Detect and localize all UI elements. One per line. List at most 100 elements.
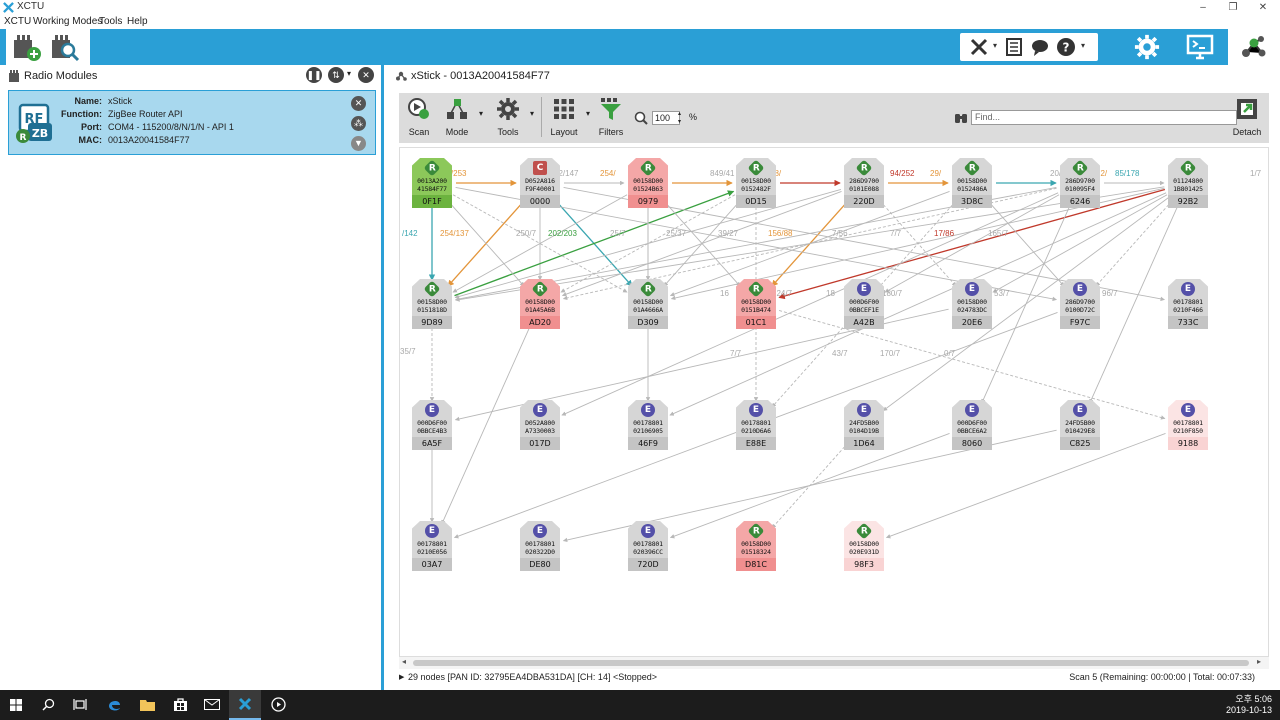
mail-button[interactable] [196,690,228,720]
mail-icon [204,699,220,710]
close-button[interactable]: ✕ [1258,2,1268,13]
link-quality-label: 85/178 [1115,169,1140,178]
mode-dropdown-icon[interactable]: ▾ [479,109,484,118]
scroll-right-icon[interactable]: ▸ [1257,657,1262,666]
end-device-icon: E [1073,282,1087,296]
minimize-button[interactable]: – [1200,2,1206,13]
end-device-icon: E [1181,282,1195,296]
scrollbar-thumb[interactable] [413,660,1249,666]
end-device-icon: E [641,524,655,538]
configuration-mode-button[interactable] [1123,29,1171,65]
help-dropdown-icon[interactable]: ▾ [1081,41,1086,50]
layout-button[interactable]: Layout [544,97,584,141]
tools-dropdown-icon[interactable]: ▾ [993,41,998,50]
disconnect-device-icon[interactable]: ✕ [351,96,366,111]
maximize-button[interactable]: ❐ [1228,2,1238,13]
task-view-icon [73,699,87,710]
horizontal-scrollbar[interactable]: ◂ ▸ [399,657,1269,669]
network-graph-canvas[interactable]: 82/25332/147254/849/4128/94/25229/20/712… [399,147,1269,657]
mode-button[interactable]: Mode [437,97,477,141]
filters-button[interactable]: Filters [591,97,631,141]
filters-label: Filters [598,127,624,137]
device-card[interactable]: RF ZB R Name: xStick Function: ZigBee Ro… [8,90,376,155]
help-icon[interactable]: ? [1056,37,1076,57]
end-device-icon: E [965,282,979,296]
status-expand-icon[interactable]: ▶ [399,674,405,681]
layout-dropdown-icon[interactable]: ▾ [586,109,591,118]
file-explorer-button[interactable] [131,690,163,720]
link-quality-label: 849/41 [710,169,735,178]
end-device-icon: E [1181,403,1195,417]
node-address-high: 000D6F00 [849,298,879,306]
edge-browser-button[interactable] [98,690,130,720]
search-button[interactable] [32,690,64,720]
find-input[interactable]: Find... [971,110,1237,125]
sort-dropdown-icon[interactable]: ▾ [347,69,352,78]
scan-button[interactable]: Scan [399,97,439,141]
discover-network-icon[interactable]: ⁂ [351,116,366,131]
expand-device-icon[interactable]: ▼ [351,136,366,151]
svg-text:?: ? [1063,41,1070,55]
menu-help[interactable]: Help [127,16,148,27]
link-quality-label: 94/252 [890,169,915,178]
consoles-mode-button[interactable] [1176,29,1224,65]
media-player-button[interactable] [262,690,294,720]
store-button[interactable] [164,690,196,720]
tools-button[interactable]: Tools [488,97,528,141]
network-mode-button[interactable] [1228,29,1280,65]
scroll-left-icon[interactable]: ◂ [402,657,407,666]
remove-all-icon[interactable]: ✕ [358,67,374,83]
layout-label: Layout [550,127,578,137]
node-address-low: 0104D19B [849,427,879,435]
menu-xctu[interactable]: XCTU [4,16,32,27]
sort-icon[interactable]: ⇅ [328,67,344,83]
xctu-taskbar-button[interactable] [229,690,261,720]
system-clock[interactable]: 오후 5:06 2019-10-13 [1226,694,1272,716]
tools-dropdown-icon[interactable]: ▾ [530,109,535,118]
console-log-icon[interactable] [1004,37,1024,57]
zoom-level-input[interactable]: 100 [652,111,680,125]
zoom-spinner-icon[interactable]: ▴▾ [678,111,682,125]
menu-working-modes[interactable]: Working Modes [33,16,103,27]
detach-button[interactable]: Detach [1227,97,1267,141]
pause-icon[interactable]: ❚❚ [306,67,322,83]
task-view-button[interactable] [64,690,96,720]
tools-icon[interactable] [969,37,989,57]
start-button[interactable] [0,690,32,720]
menu-tools[interactable]: Tools [99,16,123,27]
discover-devices-icon[interactable] [50,32,80,62]
feedback-icon[interactable] [1030,37,1050,57]
add-device-icon[interactable] [12,32,42,62]
mode-icon [447,99,467,119]
node-address-low: 024783DC [957,306,987,314]
